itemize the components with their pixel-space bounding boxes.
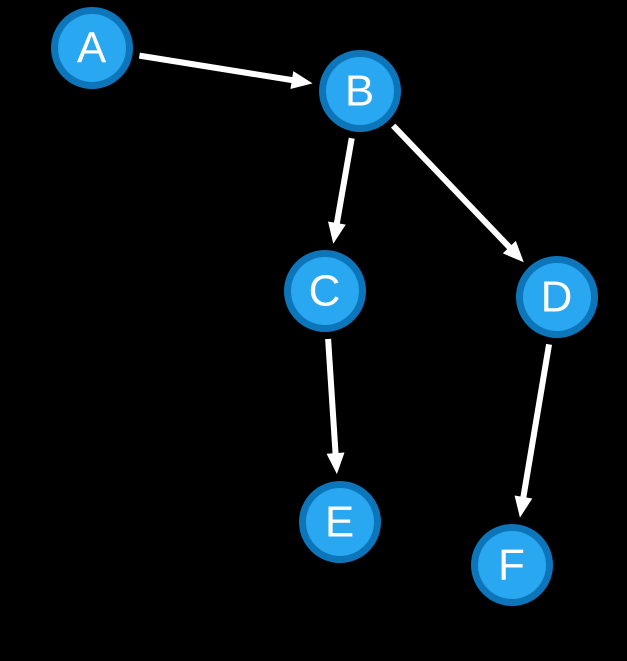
edge-shaft [138,52,295,84]
arrowhead-icon [502,240,524,263]
node-B[interactable]: B [319,50,401,132]
node-label: F [498,541,526,590]
edge-shaft [333,137,355,226]
node-A[interactable]: A [51,7,133,89]
edge-shaft [391,123,513,251]
edge-B-C [328,137,355,244]
node-fill [326,57,394,125]
node-D[interactable]: D [516,256,598,338]
node-fill [291,257,359,325]
node-fill [523,263,591,331]
arrowhead-icon [328,221,346,244]
arrowhead-icon [290,71,313,89]
edge-shaft [325,338,339,456]
node-fill [478,531,546,599]
arrowhead-icon [326,452,345,475]
edge-B-D [391,123,524,263]
arrowhead-icon [514,495,533,518]
edge-D-F [514,343,553,518]
node-label: D [541,273,574,322]
node-C[interactable]: C [284,250,366,332]
node-F[interactable]: F [471,524,553,606]
node-label: B [345,67,375,116]
node-label: A [77,24,107,73]
node-label: C [309,267,342,316]
node-fill [58,14,126,82]
node-E[interactable]: E [299,481,381,563]
node-label: E [325,498,355,547]
edge-C-E [325,338,345,475]
node-fill [306,488,374,556]
edge-shaft [520,343,553,500]
edge-A-B [138,52,313,89]
